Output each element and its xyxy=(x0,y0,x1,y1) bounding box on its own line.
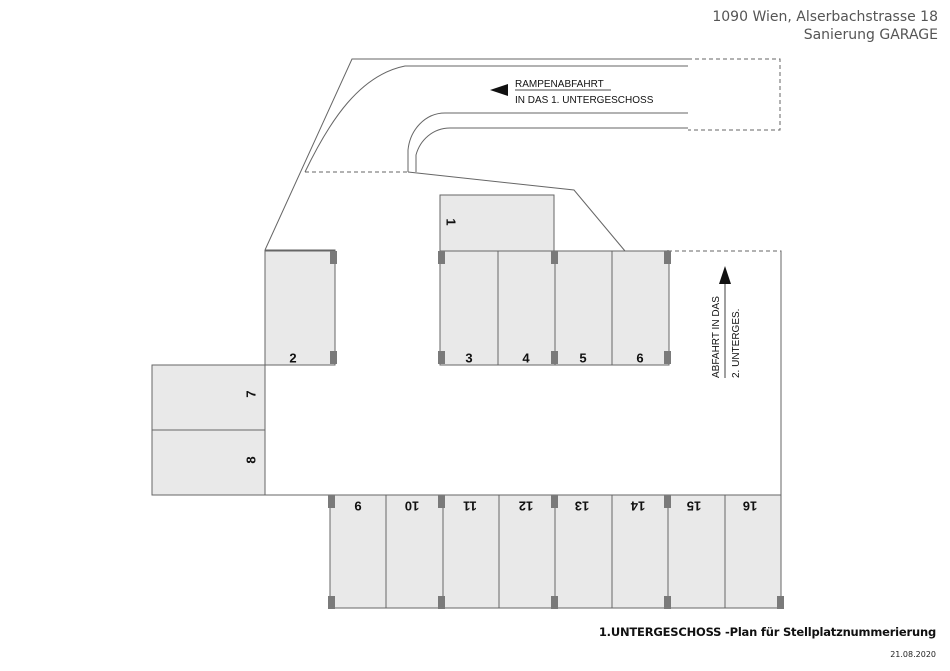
header-address: 1090 Wien, Alserbachstrasse 18 xyxy=(712,9,938,25)
spot-number-16: 16 xyxy=(743,499,757,514)
spot-number-15: 15 xyxy=(687,499,701,514)
spot-number-13: 13 xyxy=(575,499,589,514)
column-6 xyxy=(551,351,558,364)
column-4 xyxy=(438,351,445,364)
column-2 xyxy=(330,351,337,364)
spot-number-6: 6 xyxy=(636,350,643,365)
ramp-outline xyxy=(264,58,781,252)
spot-number-12: 12 xyxy=(519,499,533,514)
parking-spot-3 xyxy=(439,250,499,366)
column-16 xyxy=(551,495,558,508)
ramp-label-line2: IN DAS 1. UNTERGESCHOSS xyxy=(515,95,654,106)
spot-number-9: 9 xyxy=(354,499,361,514)
ramp-label-line1: RAMPENABFAHRT xyxy=(515,79,604,90)
column-11 xyxy=(551,596,558,609)
footer-date: 21.08.2020 xyxy=(890,650,936,659)
column-7 xyxy=(664,251,671,264)
column-5 xyxy=(551,251,558,264)
spot-number-11: 11 xyxy=(463,499,477,514)
parking-spot-16 xyxy=(724,494,782,609)
spot-number-2: 2 xyxy=(289,350,296,365)
spot-number-7: 7 xyxy=(243,390,258,397)
column-17 xyxy=(664,495,671,508)
exit-label-line1: ABFAHRT IN DAS xyxy=(711,296,722,378)
columns xyxy=(328,251,784,609)
spot-number-3: 3 xyxy=(465,350,472,365)
spot-number-1: 1 xyxy=(444,218,459,225)
parking-spot-1 xyxy=(439,194,555,252)
parking-spot-12 xyxy=(498,494,556,609)
column-13 xyxy=(777,596,784,609)
ramp-arrow-icon xyxy=(490,84,508,96)
parking-spot-5 xyxy=(554,250,613,366)
parking-spot-8 xyxy=(151,429,266,496)
parking-spot-9 xyxy=(329,494,387,609)
column-12 xyxy=(664,596,671,609)
column-1 xyxy=(330,251,337,264)
spot-number-8: 8 xyxy=(243,456,258,463)
spot-number-5: 5 xyxy=(579,350,586,365)
exit-label-line2: 2. UNTERGES. xyxy=(731,309,742,378)
column-9 xyxy=(328,596,335,609)
parking-spot-7 xyxy=(151,364,266,431)
column-10 xyxy=(438,596,445,609)
spot-number-4: 4 xyxy=(522,350,530,365)
column-8 xyxy=(664,351,671,364)
parking-spot-15 xyxy=(667,494,726,609)
parking-spot-2 xyxy=(264,250,336,366)
spot-number-14: 14 xyxy=(630,499,645,514)
parking-spot-10 xyxy=(385,494,444,609)
column-3 xyxy=(438,251,445,264)
exit-arrow-icon xyxy=(719,266,731,284)
parking-spot-4 xyxy=(497,250,556,366)
column-15 xyxy=(438,495,445,508)
footer-title: 1.UNTERGESCHOSS -Plan für Stellplatznumm… xyxy=(598,625,936,639)
parking-spot-11 xyxy=(442,494,500,609)
parking-spot-14 xyxy=(611,494,669,609)
parking-spot-6 xyxy=(611,250,670,366)
column-14 xyxy=(328,495,335,508)
spot-number-10: 10 xyxy=(405,499,419,514)
header-project: Sanierung GARAGE xyxy=(803,27,938,43)
